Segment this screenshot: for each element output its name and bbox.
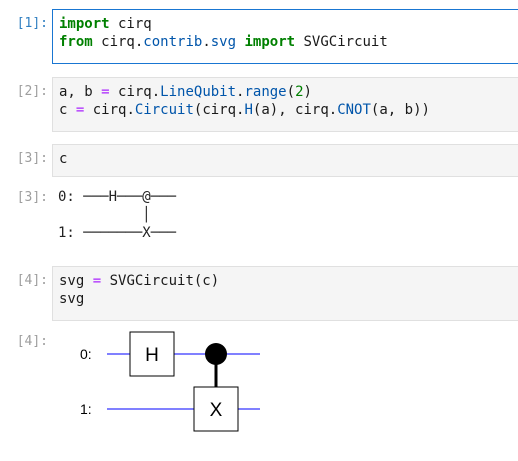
cell-4-code: svg = SVGCircuit(c) svg — [59, 273, 220, 307]
cell-4-prompt: [4]: — [16, 273, 48, 288]
x-gate-label: X — [210, 400, 223, 421]
cell-2-prompt: [2]: — [16, 84, 48, 99]
cell-1-prompt: [1]: — [16, 16, 48, 31]
output-4-svg-circuit: 0: 1: H X — [80, 331, 260, 432]
cell-2-input[interactable]: a, b = cirq.LineQubit.range(2) c = cirq.… — [52, 77, 518, 132]
h-gate-label: H — [145, 345, 159, 366]
cell-2-code: a, b = cirq.LineQubit.range(2) c = cirq.… — [59, 84, 430, 118]
output-3-prompt: [3]: — [16, 190, 48, 205]
qubit-0-label: 0: — [80, 346, 92, 362]
cell-3-code: c — [59, 151, 68, 167]
cnot-control-dot — [205, 343, 227, 365]
cell-4-input[interactable]: svg = SVGCircuit(c) svg — [52, 266, 518, 321]
output-3-text-diagram: 0: ───H───@─── │ 1: ───────X─── — [58, 189, 177, 241]
qubit-1-label: 1: — [80, 401, 92, 417]
cell-1-input[interactable]: import cirq from cirq.contrib.svg import… — [52, 9, 518, 64]
cell-3-prompt: [3]: — [16, 151, 48, 166]
x-gate-box — [193, 386, 239, 432]
h-gate-box — [129, 331, 175, 377]
cell-3-input[interactable]: c — [52, 144, 518, 177]
output-4-prompt: [4]: — [16, 334, 48, 349]
cell-1-code: import cirq from cirq.contrib.svg import… — [59, 16, 388, 50]
